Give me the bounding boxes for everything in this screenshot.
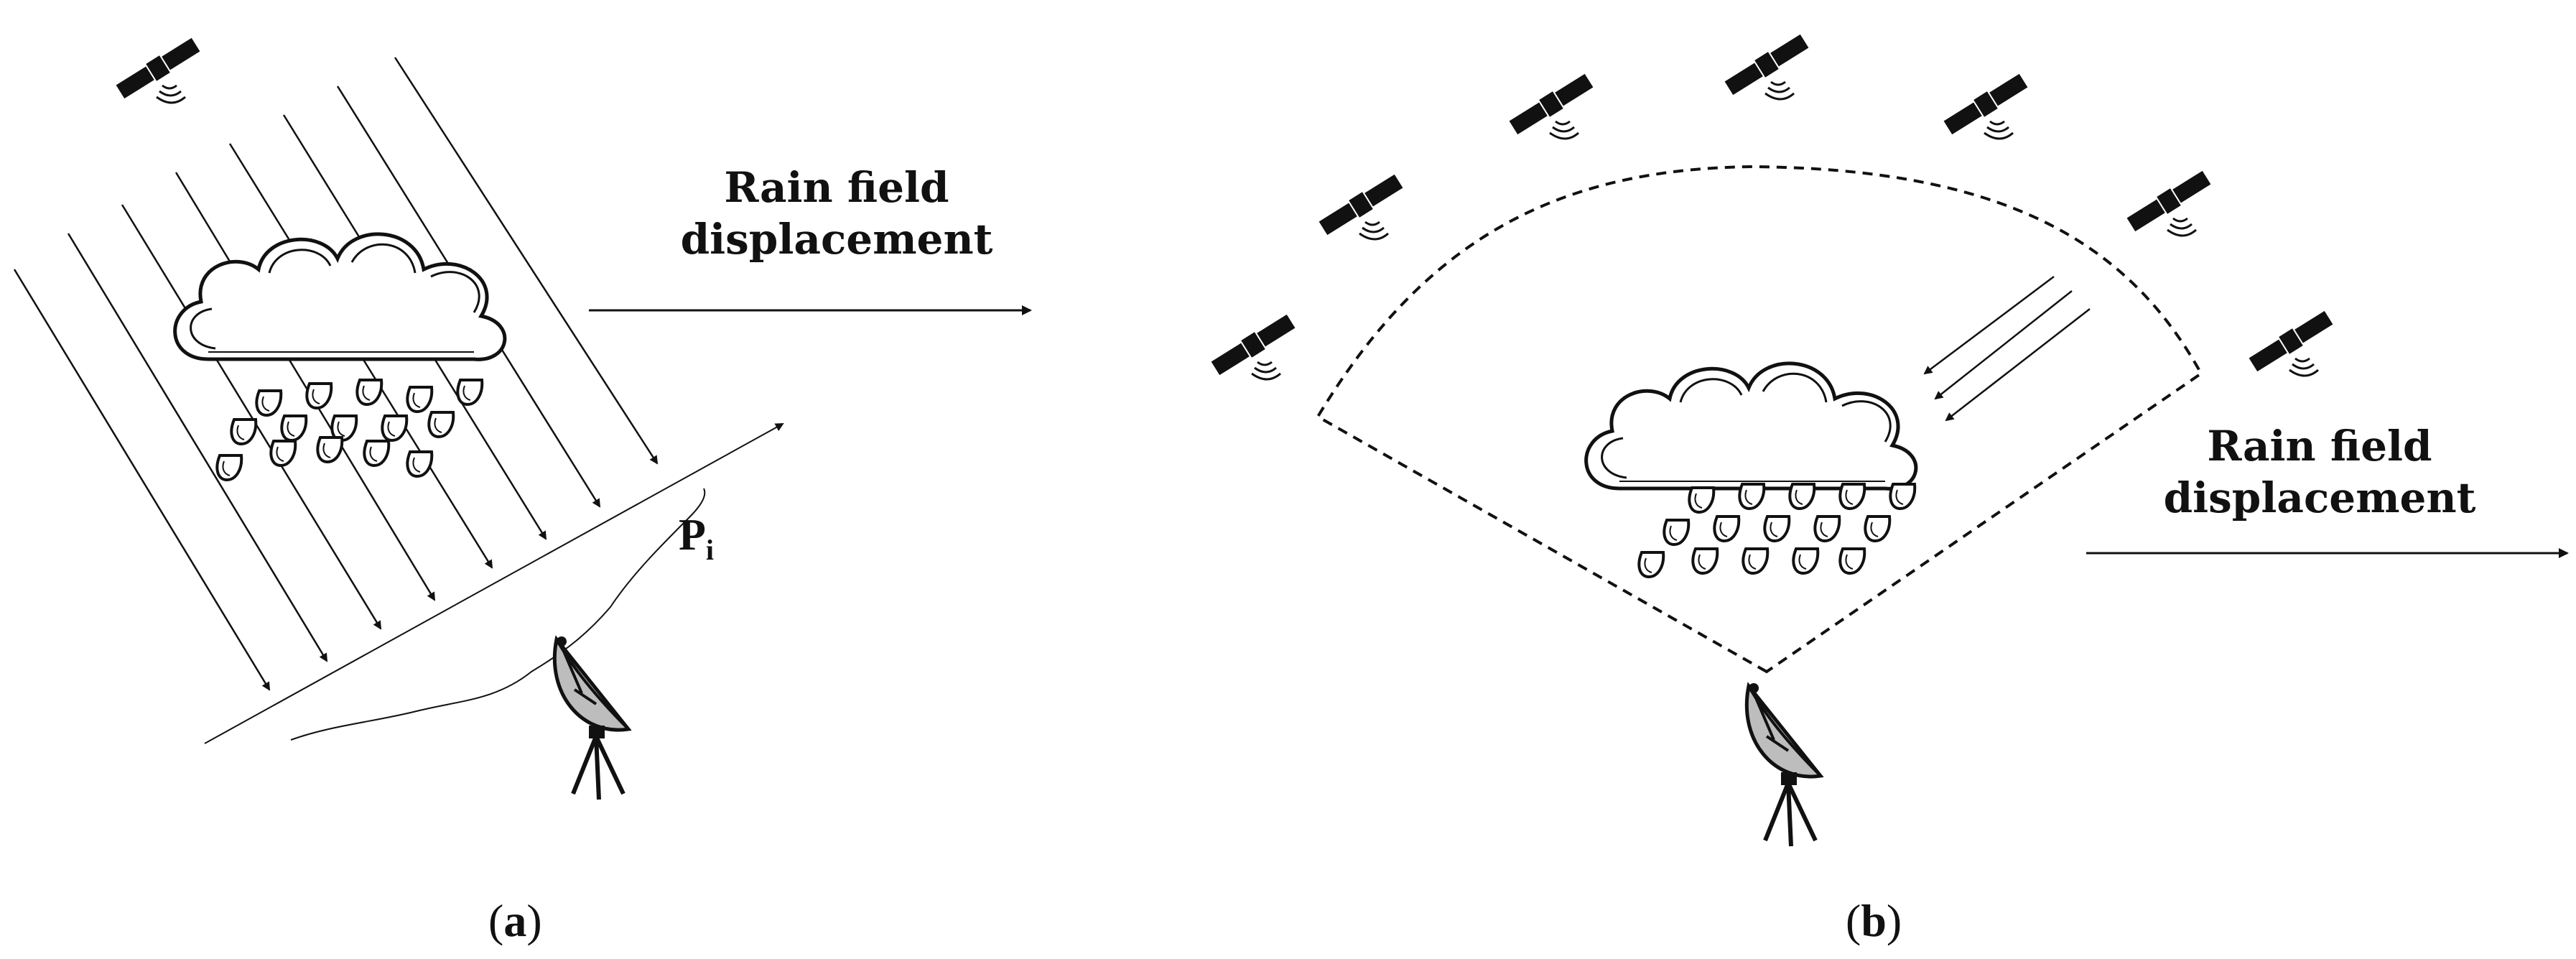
rain-drop-icon xyxy=(269,440,297,467)
point-label-main: P xyxy=(679,511,706,560)
rain-drop-icon xyxy=(363,440,391,467)
satellite-icon xyxy=(1943,73,2029,140)
displacement-label-a: Rain field displacement xyxy=(671,162,1002,265)
caption-a-open: ( xyxy=(488,895,504,946)
rain-field-path-arrow xyxy=(204,423,784,744)
satellite-icon xyxy=(2248,310,2334,377)
point-label: Pi xyxy=(679,510,714,567)
rain-drop-icon xyxy=(355,379,383,406)
signal-ray xyxy=(67,233,328,662)
rain-drop-icon xyxy=(1864,515,1892,542)
rain-drop-icon xyxy=(1763,515,1791,542)
caption-b-close: ) xyxy=(1886,895,1902,946)
panel-b xyxy=(1210,33,2569,846)
rain-drop-icon xyxy=(255,389,283,417)
rain-drop-icon xyxy=(1691,547,1719,575)
rain-drop-icon xyxy=(1792,547,1820,575)
rain-drop-icon xyxy=(1788,483,1816,510)
rain-drop-icon xyxy=(316,436,344,463)
rain-drop-icon xyxy=(1838,547,1866,575)
signal-rays xyxy=(13,57,659,691)
satellite-icon xyxy=(1318,173,1404,241)
rain-drop-icon xyxy=(1742,547,1770,575)
signal-ray xyxy=(175,172,436,601)
signal-ray xyxy=(121,204,382,630)
rain-drop-icon xyxy=(1688,486,1716,514)
caption-a: (a) xyxy=(488,894,542,948)
rain-drop-icon xyxy=(1838,483,1866,510)
rain-drop-icon xyxy=(280,414,308,442)
dish-antenna-icon xyxy=(1747,683,1821,846)
satellite-icon xyxy=(1508,73,1594,140)
caption-a-close: ) xyxy=(526,895,542,946)
caption-a-letter: a xyxy=(503,895,527,946)
cloud-icon xyxy=(1586,363,1916,488)
signal-ray xyxy=(13,269,271,691)
signal-rays-b xyxy=(1923,276,2091,422)
caption-b-open: ( xyxy=(1846,895,1861,946)
rain-drop-icon xyxy=(1637,551,1665,578)
signal-ray xyxy=(1945,308,2091,422)
rain-drop-icon xyxy=(1738,483,1766,510)
signal-ray xyxy=(1934,290,2073,400)
rain-drop-icon xyxy=(230,418,258,445)
rain-drop-icon xyxy=(1889,483,1917,510)
coverage-sector xyxy=(1316,165,2203,674)
displacement-label-a-line2: displacement xyxy=(680,215,993,264)
rain-drop-icon xyxy=(305,382,333,409)
rain-drops-b xyxy=(1637,483,1917,578)
signal-ray xyxy=(1923,276,2055,375)
displacement-label-b: Rain field displacement xyxy=(2162,420,2478,524)
satellite-icon xyxy=(115,37,201,104)
rain-drop-icon xyxy=(381,414,409,442)
displacement-label-b-line1: Rain field xyxy=(2207,422,2432,471)
rain-drop-icon xyxy=(215,454,243,481)
rain-drop-icon xyxy=(427,411,455,438)
panel-a xyxy=(13,37,1032,800)
satellite-icon xyxy=(2126,170,2212,237)
rain-drop-icon xyxy=(406,386,434,413)
displacement-label-a-line1: Rain field xyxy=(724,163,949,212)
terrain-profile xyxy=(290,488,706,741)
rain-drop-icon xyxy=(456,379,484,406)
caption-b: (b) xyxy=(1846,894,1902,948)
caption-b-letter: b xyxy=(1861,895,1887,946)
satellite-icon xyxy=(1724,33,1810,101)
satellite-icon xyxy=(1210,313,1296,381)
rain-drop-icon xyxy=(406,450,434,478)
rain-drop-icon xyxy=(1813,515,1841,542)
point-label-subscript: i xyxy=(705,534,714,566)
displacement-label-b-line2: displacement xyxy=(2163,473,2476,522)
signal-ray xyxy=(394,57,659,465)
dish-antenna-icon xyxy=(554,636,628,800)
rain-drop-icon xyxy=(1663,519,1691,546)
rain-drops xyxy=(215,379,484,481)
rain-drop-icon xyxy=(1713,515,1741,542)
